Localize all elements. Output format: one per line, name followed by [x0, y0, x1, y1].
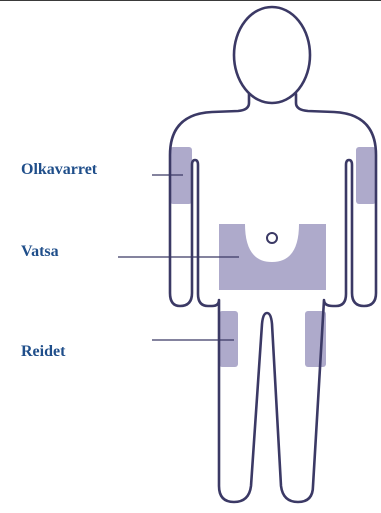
label-thighs: Reidet	[21, 343, 65, 361]
injection-site-left-thigh	[219, 311, 238, 367]
head-outline	[234, 7, 310, 103]
label-upper-arms: Olkavarret	[21, 161, 97, 179]
torso-outline	[170, 94, 376, 502]
injection-site-right-upper-arm	[356, 147, 376, 204]
label-abdomen: Vatsa	[21, 243, 59, 261]
